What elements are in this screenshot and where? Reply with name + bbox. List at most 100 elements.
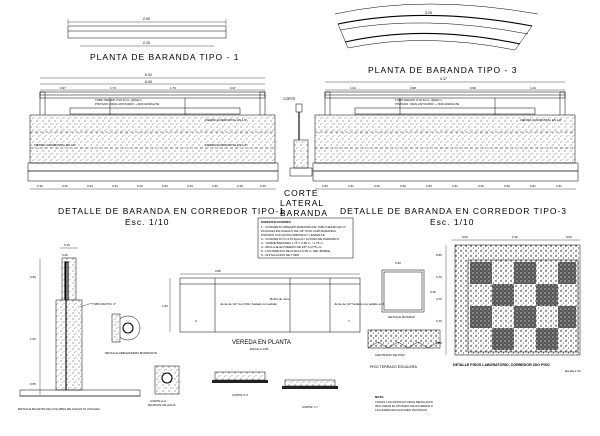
espec-line-3: 2.- CONCRETO f'c=175 kg/cm2 / ALTURA DE … bbox=[261, 237, 340, 241]
nota-line-2: LAS ESPECIFICACIONES TECNICAS bbox=[375, 408, 427, 412]
espec-line-5: 4.- ANCLAJE EN FIERRO DE 3/8" A C/75 cm. bbox=[261, 245, 322, 249]
tipo1-bseg-0: 0.33 bbox=[37, 184, 43, 188]
vereda-dim-h: 1.00 bbox=[162, 304, 168, 308]
planta3-dim-arc: 3.25 bbox=[425, 11, 432, 15]
tipo1-bseg-5: 0.33 bbox=[162, 184, 168, 188]
tipo3-seg-1: 0.98 bbox=[410, 86, 416, 90]
detalle-baranda-tipo-3: 4.37 1.04 0.98 0.90 1.04 TUBO NEGRO 2"x0… bbox=[312, 77, 579, 227]
pisos-dim-side-0: 0.85 bbox=[436, 253, 442, 257]
planta3-title: PLANTA DE BARANDA TIPO - 3 bbox=[368, 65, 517, 75]
piso-terrazo: 0.30 0.30 DETALLE ROSADO CENTRADO DE PIS… bbox=[367, 261, 441, 369]
tipo3-dim-total: 4.37 bbox=[440, 77, 447, 81]
tipo1-title: DETALLE DE BARANDA EN CORREDOR TIPO-1 bbox=[58, 206, 285, 216]
pisos-dim-side-3: 0.70 bbox=[436, 319, 442, 323]
planta1-dim-top: 2.92 bbox=[143, 17, 150, 21]
tipo1-dim-inner: 6.00 bbox=[145, 80, 152, 84]
detalle-bajante: 0.15 0.20 0.35 1.50 0.55 TUBO DE PVC 3" … bbox=[18, 243, 180, 411]
espec-line-7: 6.- INSTALACION DE TUBO bbox=[261, 253, 300, 257]
planta-baranda-tipo-3: 3.25 PLANTA DE BARANDA TIPO - 3 bbox=[334, 3, 539, 75]
espec-line-0: 1.- CONCRETO ARMADO BARANDA DE TUBO NEGR… bbox=[261, 225, 346, 229]
nota-block: NOTA: TODAS LAS ESTRUCTURAS METALICAS IN… bbox=[375, 395, 433, 412]
tipo3-seg-0: 1.04 bbox=[350, 86, 356, 90]
espec-line-1: PLANCHA EN ANGULO DE 1/8" POR CAPA BARAN… bbox=[261, 229, 336, 233]
corte-lateral-title-2: LATERAL bbox=[280, 198, 324, 208]
bajante-label-tubo: TUBO DE PVC 3" bbox=[92, 302, 116, 306]
tipo1-dim-total: 6.32 bbox=[145, 73, 152, 77]
vereda-junta-1: Junta de 1/2" de 0.00m Sellado con asfal… bbox=[220, 302, 277, 306]
especificaciones-box: ESPECIFICACIONES: 1.- CONCRETO ARMADO BA… bbox=[257, 217, 354, 259]
corte-lateral: CORTE CORTE LATERAL BARANDA bbox=[280, 97, 328, 218]
bajante-dim-h1: 0.35 bbox=[30, 275, 36, 279]
corte-y-label: CORTE Y-Y bbox=[302, 405, 318, 409]
pisos-title: DETALLE PISOS LABORATORIO, CORREDOR 2DO … bbox=[453, 363, 550, 367]
tipo1-scale: Esc. 1/10 bbox=[125, 217, 169, 227]
tipo1-side-label-2: FIERRO HORIZONTAL EN 1/4" bbox=[205, 143, 247, 147]
tipo3-bseg-9: 0.31 bbox=[556, 184, 562, 188]
pisos-scale: Escala 1:20 bbox=[565, 369, 581, 373]
bajante-caption: DETALLE BAJANTE DE COLUMNA DE AGUAS PLUV… bbox=[18, 407, 99, 411]
tipo1-side-label-1: FIERRO HORIZONTAL EN 1/4" bbox=[34, 143, 76, 147]
pisos-dim-side-2: 0.70 bbox=[436, 297, 442, 301]
tipo3-bseg-4: 0.30 bbox=[426, 184, 432, 188]
tipo3-bseg-1: 0.31 bbox=[348, 184, 354, 188]
pisos-dim-top-0: 0.50 bbox=[462, 235, 468, 239]
tipo3-bseg-6: 0.30 bbox=[478, 184, 484, 188]
terrazo-title: PISO TERRAZO ESCALERA bbox=[370, 365, 417, 369]
tipo1-note-pintado: PINTADO / MAN ANTICORR. + MAN ESMALTE bbox=[95, 102, 159, 106]
planta1-dim-inner: 2.20 bbox=[143, 41, 150, 45]
tipo1-seg-2: 1.73 bbox=[170, 86, 176, 90]
terrazo-label-centrado: CENTRADO DE PISO bbox=[375, 353, 406, 357]
tipo3-title: DETALLE DE BARANDA EN CORREDOR TIPO-3 bbox=[340, 206, 567, 216]
tipo1-bseg-9: 0.20 bbox=[260, 184, 266, 188]
vereda-dim-top: 0.85 bbox=[215, 269, 221, 273]
vereda-junta-2: Bruña de Jstm. bbox=[270, 297, 290, 301]
tipo3-seg-2: 0.90 bbox=[470, 86, 476, 90]
nota-heading: NOTA: bbox=[375, 395, 384, 399]
espec-line-6: 5.- LOS PERNOS SE FIJAN A 0.05 m. DEL BO… bbox=[261, 249, 330, 253]
vereda-subtitle: ESCALA 1/25 bbox=[250, 347, 269, 351]
terrazo-dim-top: 0.30 bbox=[395, 261, 401, 265]
tipo3-note-pintado: PINTADO / MAN ANTICORR. + MAN ESMALTE bbox=[395, 102, 459, 106]
tipo1-bseg-2: 0.33 bbox=[87, 184, 93, 188]
tipo1-bseg-4: 0.33 bbox=[137, 184, 143, 188]
nota-line-0: TODAS LAS ESTRUCTURAS METALICAS bbox=[375, 400, 433, 404]
vereda-title: VEREDA EN PLANTA bbox=[232, 340, 291, 346]
vereda-x-mark: X bbox=[195, 319, 197, 323]
tipo3-bseg-7: 0.30 bbox=[504, 184, 510, 188]
tipo1-bseg-8: 0.20 bbox=[237, 184, 243, 188]
tipo3-bseg-3: 0.30 bbox=[400, 184, 406, 188]
pisos-dim-top-1: 2.30 bbox=[512, 235, 518, 239]
detalle-baranda-tipo-1: 6.32 6.00 0.97 1.73 1.73 0.97 TUBO NEGRO… bbox=[27, 73, 285, 227]
tipo3-scale: Esc. 1/10 bbox=[430, 217, 474, 227]
tipo3-note-tubo: TUBO NEGRO 2"x0.4mm. @60cm. bbox=[395, 98, 442, 102]
tipo1-note-tubo: TUBO NEGRO 2"x0.4mm. @60cm. bbox=[95, 98, 142, 102]
tipo3-seg-3: 1.04 bbox=[530, 86, 536, 90]
tipo1-note-right: FIERRO HORIZONTAL EN 1/4" bbox=[205, 118, 247, 122]
tipo3-bseg-0: 0.30 bbox=[322, 184, 328, 188]
detalle-pisos-laboratorio: 0.50 2.30 0.50 0.85 0.70 0.70 0.70 0.85 … bbox=[436, 235, 581, 373]
bajante-dim-top: 0.15 bbox=[64, 243, 70, 247]
tipo3-note-right: FIERRO HORIZONTAL EN 1/4" bbox=[520, 118, 562, 122]
corte-lateral-title-3: BARANDA bbox=[280, 208, 328, 218]
bajante-label-corte-sub: BAJANTE DE AGUA bbox=[148, 403, 176, 407]
terrazo-label-detalle: DETALLE ROSADO bbox=[388, 315, 416, 319]
vereda-junta-3: Junta de 1/2" Sellado con asfalto en 8.0… bbox=[334, 302, 417, 306]
corte-x-label: CORTE X-X bbox=[232, 393, 248, 397]
tipo1-bseg-3: 0.33 bbox=[112, 184, 118, 188]
bajante-dim-a: 0.20 bbox=[62, 253, 68, 257]
espec-line-2: PINTADO CON ANTICORROSIVO Y ESMALTE bbox=[261, 233, 325, 237]
terrazo-dim-side: 0.30 bbox=[430, 290, 436, 294]
pisos-dim-side-4: 0.85 bbox=[436, 341, 442, 345]
bajante-dim-h2: 1.50 bbox=[30, 337, 36, 341]
espec-heading: ESPECIFICACIONES: bbox=[261, 220, 292, 224]
bajante-label-abrazadera: DETALLE ABRAZADERA MORRANTE bbox=[105, 351, 157, 355]
pisos-dim-side-1: 0.70 bbox=[436, 275, 442, 279]
bajante-dim-h3: 0.55 bbox=[30, 382, 36, 386]
bajante-label-corte: CORTE A-A bbox=[150, 399, 166, 403]
vereda-en-planta: 0.85 1.00 X Y Junta de 1/2" de 0.00m Sel… bbox=[162, 269, 417, 409]
tipo1-bseg-7: 0.33 bbox=[212, 184, 218, 188]
tipo1-bseg-6: 0.33 bbox=[187, 184, 193, 188]
tipo3-bseg-2: 0.30 bbox=[374, 184, 380, 188]
pisos-dim-top-2: 0.50 bbox=[566, 235, 572, 239]
